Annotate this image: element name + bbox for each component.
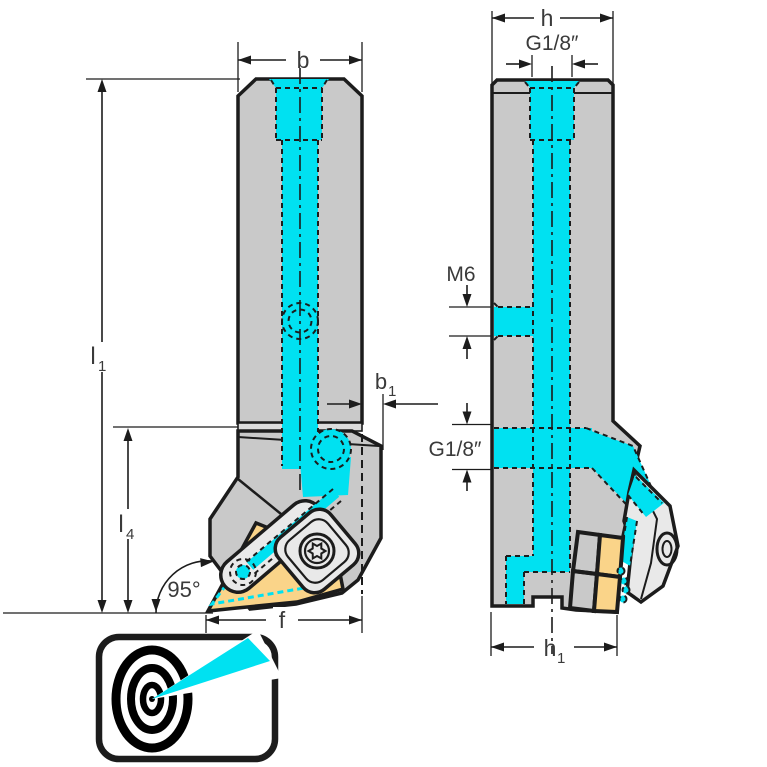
dim-label-m6: M6 <box>446 263 475 286</box>
torx-star-icon <box>306 541 328 561</box>
precision-coolant-icon <box>95 630 282 763</box>
coolant-beam-icon <box>152 638 270 699</box>
dim-label-g18-top: G1/8″ <box>526 32 580 55</box>
dim-label-b1-sub: 1 <box>388 383 396 400</box>
torx-screw-side <box>655 531 679 567</box>
dim-label-angle: 95° <box>167 577 200 602</box>
dim-label-l1-sub: 1 <box>98 358 106 375</box>
dim-label-g18-side: G1/8″ <box>429 438 483 461</box>
dim-label-l4-sub: 4 <box>126 526 134 543</box>
dim-label-l4: l <box>118 511 123 538</box>
dim-label-l1: l <box>90 343 95 370</box>
side-view-drawing: h G1/8″ M6 G1/8″ <box>429 5 680 667</box>
side-dimensions: h G1/8″ M6 G1/8″ <box>429 5 618 667</box>
coolant-jet-side <box>616 566 631 604</box>
insert-clamp-side <box>619 466 680 605</box>
dim-label-b1: b <box>375 369 387 394</box>
front-view-drawing: b l 1 l 4 b 1 <box>3 42 438 633</box>
torx-screw-front <box>298 532 336 570</box>
front-dimensions: b l 1 l 4 b 1 <box>3 42 438 633</box>
dim-label-b: b <box>297 47 310 73</box>
insert-clamp-front <box>219 488 361 595</box>
dim-label-h1-sub: 1 <box>557 650 565 667</box>
cutting-insert-side <box>567 529 631 615</box>
dim-label-h: h <box>541 5 554 31</box>
dim-label-h1: h <box>544 635 557 661</box>
dim-label-f: f <box>279 607 286 633</box>
front-coolant-channel <box>269 68 352 497</box>
